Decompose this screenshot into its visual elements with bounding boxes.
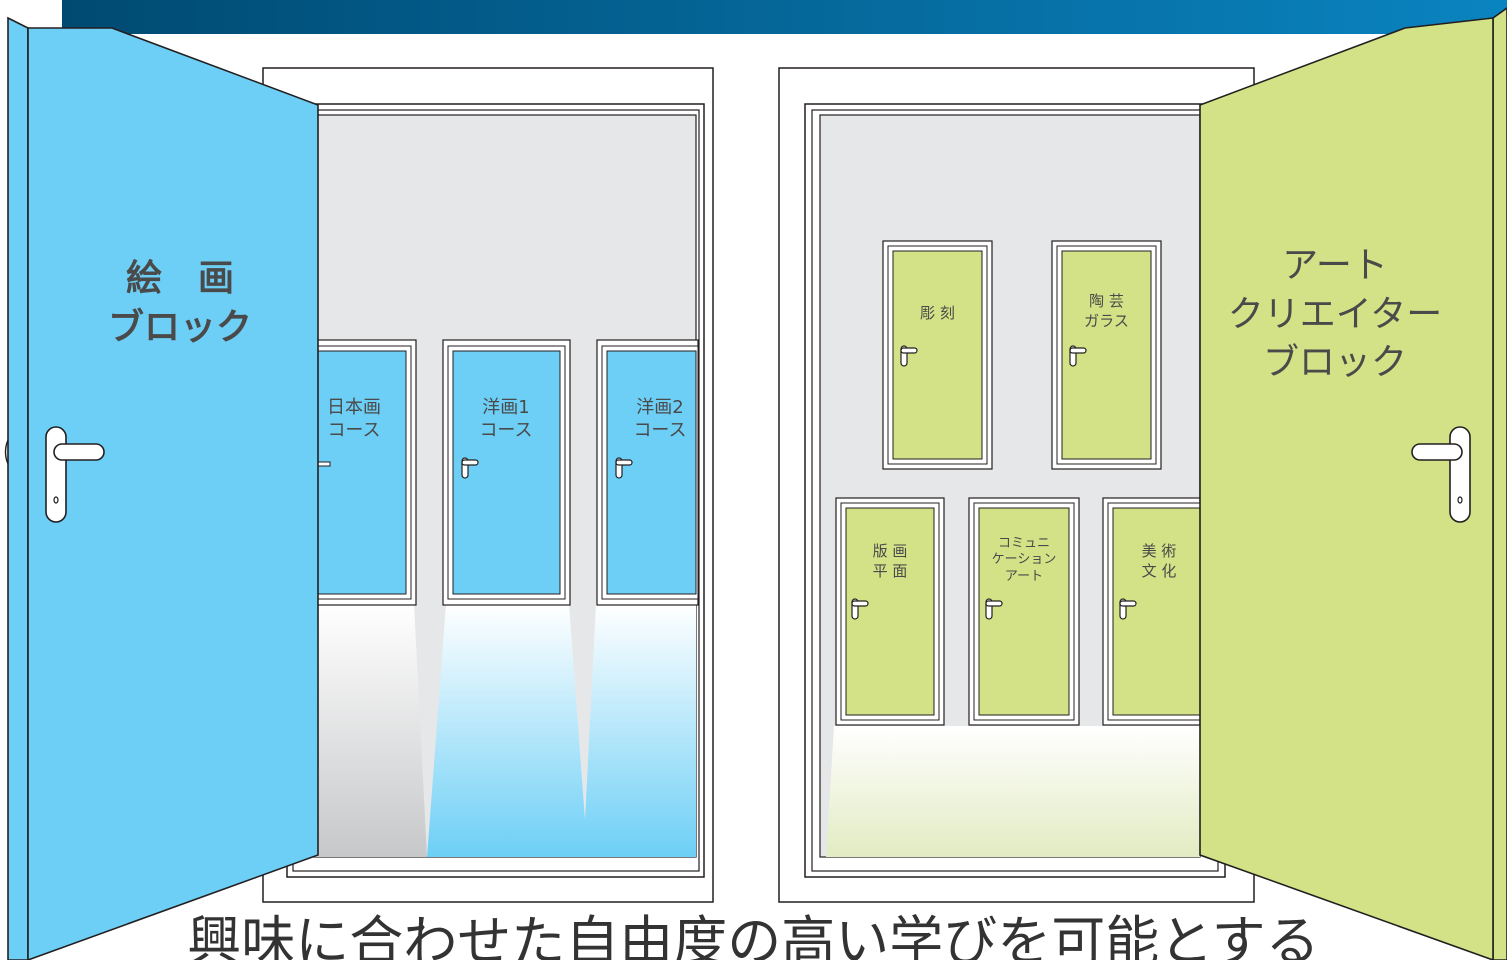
door-art-culture bbox=[1102, 497, 1201, 726]
course-label-art-culture: 美 術 文 化 bbox=[1141, 542, 1177, 580]
course-label-communication-art: コミュニ ケーション アート bbox=[991, 536, 1057, 584]
right-block-title: アート クリエイター ブロック bbox=[1227, 245, 1443, 384]
door-communication bbox=[968, 497, 1080, 726]
door-ceramics bbox=[1051, 240, 1162, 470]
bottom-caption: 興味に合わせた自由度の高い学びを可能とする bbox=[187, 910, 1320, 960]
course-label-ceramics-glass: 陶 芸 ガラス bbox=[1084, 292, 1129, 330]
course-label-yoga2: 洋画2 コース bbox=[633, 397, 687, 442]
door-nihonga bbox=[304, 339, 417, 606]
right-room bbox=[778, 67, 1255, 903]
right-open-door bbox=[1199, 7, 1507, 960]
left-room bbox=[262, 67, 714, 903]
door-sculpture bbox=[882, 240, 993, 470]
course-label-yoga1: 洋画1 コース bbox=[479, 397, 533, 442]
header-band bbox=[62, 0, 1507, 34]
left-open-door bbox=[4, 16, 319, 960]
door-printmaking bbox=[835, 497, 945, 726]
door-yoga1 bbox=[442, 339, 571, 606]
course-label-sculpture: 彫 刻 bbox=[920, 304, 955, 322]
course-label-printmaking: 版 画 平 面 bbox=[872, 542, 908, 580]
course-label-nihonga: 日本画 コース bbox=[327, 397, 381, 442]
left-block-title: 絵 画 ブロック bbox=[107, 258, 252, 348]
door-yoga2 bbox=[596, 339, 699, 606]
